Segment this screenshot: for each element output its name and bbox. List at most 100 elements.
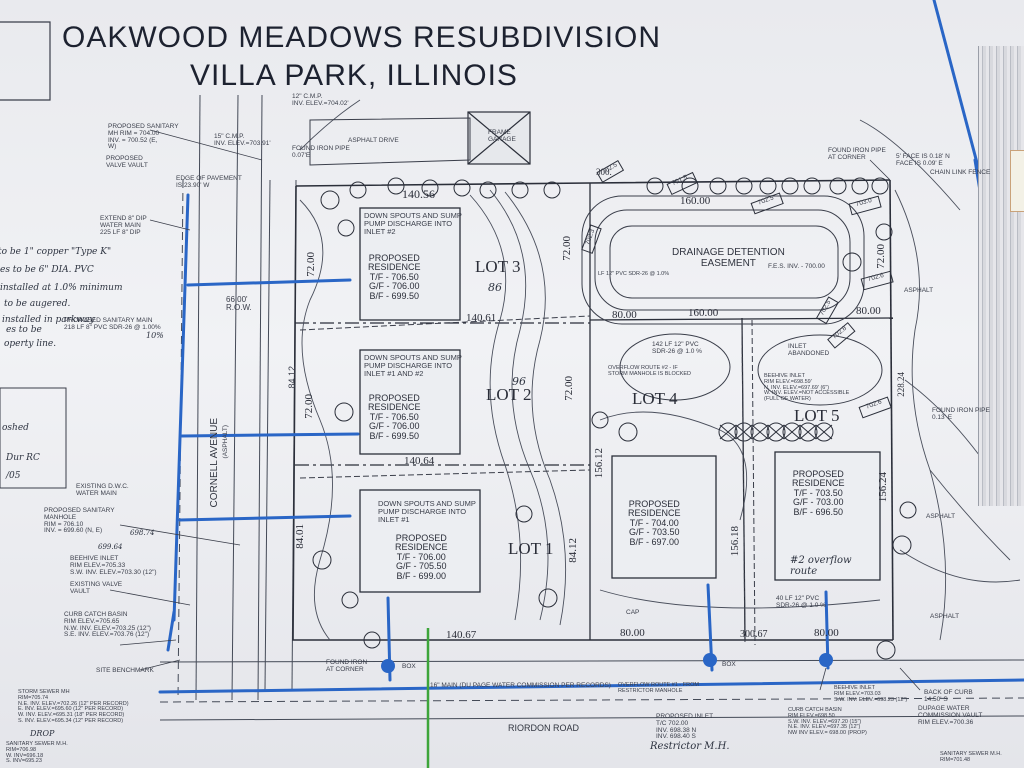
scattered-trees [312,219,917,660]
dim-156-18: 156.18 [729,526,741,557]
asphalt-drive-label: ASPHALT DRIVE [348,137,399,144]
box-label-1: BOX [402,663,416,670]
dim-140-64: 140.64 [404,455,435,467]
street-riordon-road: RIORDON ROAD [508,723,580,733]
handwritten-shed: oshed [2,423,29,433]
street-cornell-avenue: CORNELL AVENUE [209,418,220,508]
found-iron-pipe-right: FOUND IRON PIPE 0.13' E [932,407,990,421]
tree-row-top [320,177,889,210]
water-main-label: 16" MAIN (DU PAGE WATER COMMISSION PER R… [430,682,611,689]
inlet-abandoned-label: INLET ABANDONED [788,343,830,357]
pipe-lf-note: LF 12" PVC SDR-26 @ 1.0% [598,271,670,277]
street-cornell-asphalt: (ASPHALT) [222,425,229,459]
cap-label: CAP [626,609,640,616]
leader-lines [109,129,921,691]
pipe-142-note: 142 LF 12" PVC SDR-26 @ 1.0 % [652,341,702,355]
spot-tag-boxes [581,159,894,419]
dim-66-row: 66.00' R.O.W. [226,295,252,313]
found-iron-corner-bottom: FOUND IRON AT CORNER [326,659,368,673]
handwritten-lot2-number: 96 [512,375,526,388]
downspout-note-lot2: DOWN SPOUTS AND SUMP PUMP DISCHARGE INTO… [364,353,462,378]
back-of-curb-label: BACK OF CURB 14.50' S [924,689,973,703]
curb-catch-basin-left-note: CURB CATCH BASIN RIM ELEV.=705.65 N.W. I… [64,611,151,639]
downspout-note-lot3: DOWN SPOUTS AND SUMP PUMP DISCHARGE INTO… [364,211,462,236]
asphalt-label-1: ASPHALT [904,287,934,294]
handwritten-drop: DROP [30,729,55,738]
handwritten-pvc: es to be 6" DIA. PVC [0,265,94,275]
handwritten-699-64: 699.64 [98,543,123,551]
dim-72-00-e: 72.00 [875,244,887,269]
dim-72-00-d: 72.00 [563,376,575,401]
proposed-sanitary-mh-note: PROPOSED SANITARY MH RIM = 704.00 INV. =… [108,123,179,151]
proposed-sanitary-main-note: PROPOSED SANITARY MAIN 218 LF 8" PVC SDR… [64,317,161,331]
dim-300-67: 300.67 [740,629,768,640]
dim-228-24: 228.24 [896,372,906,397]
handwritten-lot3-number: 86 [488,281,502,294]
lot-2-label: LOT 2 [486,385,532,404]
dim-84-12-b: 84.12 [287,366,297,389]
legend-box-left [0,21,51,101]
dim-72-00-a: 72.00 [305,252,317,277]
proposed-sanitary-manhole-note: PROPOSED SANITARY MANHOLE RIM = 706.10 I… [44,507,115,535]
dim-84-12: 84.12 [567,538,579,563]
asphalt-label-3: ASPHALT [930,613,960,620]
cmp-12-note: 12" C.M.P. INV. ELEV.=704.02' [292,93,349,107]
dim-80-00-c: 80.00 [620,627,645,639]
asphalt-label-2: ASPHALT [926,513,956,520]
dim-140-61: 140.61 [466,312,497,324]
downspout-note-lot1: DOWN SPOUTS AND SUMP PUMP DISCHARGE INTO… [378,499,476,524]
handwritten-rc: Dur RC [6,453,40,463]
dupage-vault-label: DUPAGE WATER COMMISSION VAULT RIM ELEV.=… [918,705,983,726]
plan-subtitle: VILLA PARK, ILLINOIS [190,59,518,92]
handwritten-property-line: operty line. [4,339,57,349]
handwritten-restrictor-note: Restrictor M.H. [650,741,730,752]
residence-footprints [359,207,881,593]
legend-box-lower [0,387,67,489]
edge-of-pavement-note: EDGE OF PAVEMENT IS 23.90' W [176,175,242,189]
pipe-40-note: 40 LF 12" PVC SDR-26 @ 1.0 % [776,595,826,609]
sticky-note-edge [1010,150,1024,212]
existing-valve-vault-note: EXISTING VALVE VAULT [70,581,123,595]
beehive-inlet-note: BEEHIVE INLET RIM ELEV.=698.59' N. INV. … [764,373,850,403]
dim-80-00-b: 80.00 [856,305,881,317]
dim-140-56: 140.56 [402,187,435,201]
handwritten-installed: installed at 1.0% minimum [0,283,123,293]
utility-dashes [299,315,756,646]
plan-title: OAKWOOD MEADOWS RESUBDIVISION [62,21,662,54]
residence-lot5: PROPOSED RESIDENCE T/F - 703.50 G/F - 70… [792,469,845,517]
cmp-15-note: 15" C.M.P. INV. ELEV.=703.91' [214,133,271,147]
lot-5-label: LOT 5 [794,406,840,425]
overflow-route-1-note: OVERFLOW ROUTE #1 - FROM RESTRICTOR MANH… [618,682,699,694]
storm-sewer-mh-note: STORM SEWER MH RIM=705.74 N.E. INV. ELEV… [18,689,129,724]
dim-72-00-c: 72.00 [561,236,573,261]
fes-label: F.E.S. INV. - 700.00 [768,263,825,270]
box-label-2: BOX [722,661,736,668]
detention-basin-contours [581,195,883,406]
handwritten-overflow-note: #2 overflow route [790,555,852,577]
proposed-valve-vault-note: PROPOSED VALVE VAULT [106,155,148,169]
dim-160-00-mid: 160.00 [688,307,719,319]
dim-80-00-a: 80.00 [612,309,637,321]
beehive-inlet-right-note: BEEHIVE INLET RIM ELEV.=703.03 S.W. INV.… [834,685,908,703]
curb-corner-note: 5' FACE IS 0.18' N FACE IS 0.09' E [896,153,950,167]
handwritten-parkway: installed in parkway [2,315,95,325]
handwritten-copper: to be 1" copper "Type K" [0,247,112,257]
frame-garage [467,111,531,165]
lot-4-label: LOT 4 [632,389,678,408]
handwritten-698-74: 698.74 [130,529,155,537]
handwritten-105: /05 [6,471,21,481]
curb-catch-basin-right-note: CURB CATCH BASIN RIM ELEV.=698.50 S.W. I… [788,707,867,737]
tree-cluster-lot5 [718,422,834,442]
found-iron-pipe-corner: FOUND IRON PIPE AT CORNER [828,147,886,161]
extend-dip-note: EXTEND 8" DIP WATER MAIN 225 LF 8" DIP [100,215,147,236]
lot-1-label: LOT 1 [508,539,554,558]
dim-156-24: 156.24 [877,472,889,503]
residence-lot2: PROPOSED RESIDENCE T/F - 706.50 G/F - 70… [368,393,421,441]
dim-156-12: 156.12 [593,448,605,479]
blue-utility-markup [158,0,1024,694]
found-iron-pipe-top: FOUND IRON PIPE 0.07'E [292,145,350,159]
garage-label: FRAME GARAGE [488,129,516,143]
existing-dwc-note: EXISTING D.W.C. WATER MAIN [76,483,129,497]
sanitary-sewer-right-note: SANITARY SEWER M.H. RIM=701.48 [940,751,1002,763]
